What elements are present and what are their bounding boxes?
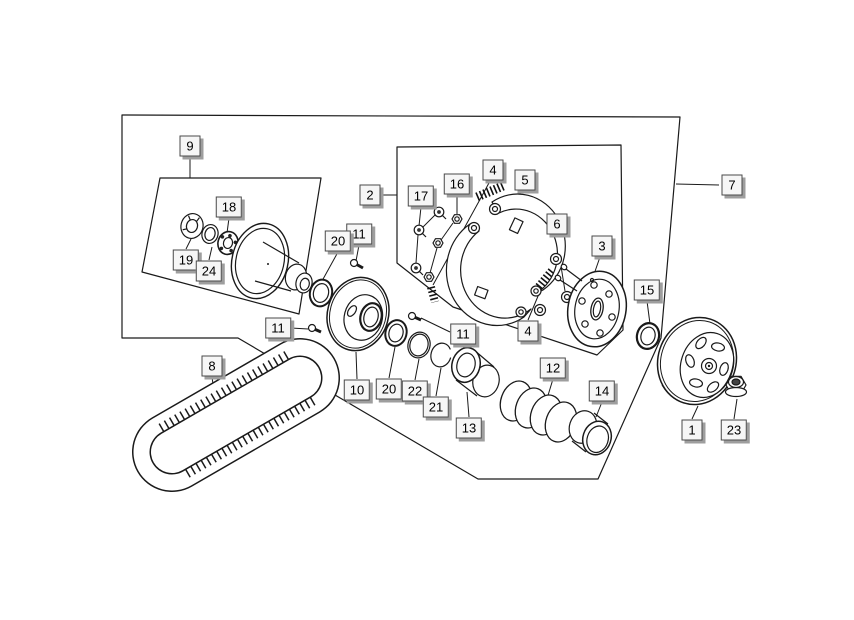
part-label-13: 13	[455, 417, 483, 439]
part-label-19: 19	[172, 249, 200, 271]
sleeve-13-drawing	[450, 346, 500, 398]
part-label-14: 14	[588, 380, 616, 402]
retainer-14-drawing	[568, 410, 613, 456]
group-box-7	[121, 114, 681, 480]
part-label-22: 22	[401, 380, 429, 402]
driven-face-10-drawing	[326, 276, 390, 352]
part-label-20-left: 20	[324, 230, 352, 252]
bolts-11-drawing	[307, 258, 422, 334]
group-box-9	[141, 177, 322, 315]
drive-face-drawing	[230, 222, 313, 300]
clutch-bell-1-drawing	[656, 316, 738, 406]
nuts-16-drawing	[423, 214, 463, 282]
ring-22-drawing	[407, 331, 431, 359]
part-label-12: 12	[539, 357, 567, 379]
part-label-3: 3	[591, 235, 613, 257]
part-label-8: 8	[201, 355, 223, 377]
circlip-21-drawing	[430, 342, 452, 368]
part-label-5: 5	[514, 169, 536, 191]
nut-23-drawing	[724, 375, 748, 398]
part-label-6: 6	[546, 213, 568, 235]
part-label-24: 24	[195, 260, 223, 282]
part-label-11-right: 11	[450, 323, 476, 345]
part-label-2: 2	[359, 184, 381, 206]
part-label-4-bottom: 4	[517, 320, 539, 342]
part-label-9: 9	[179, 135, 201, 157]
bearing-19-drawing	[180, 212, 204, 240]
oil-seal-20-left-drawing	[308, 278, 334, 308]
part-label-4-top: 4	[482, 159, 504, 181]
part-label-7: 7	[721, 174, 743, 196]
drive-plate-3-drawing	[554, 263, 628, 348]
part-label-10: 10	[343, 379, 371, 401]
part-label-18: 18	[215, 196, 243, 218]
drive-belt-drawing	[132, 338, 340, 492]
part-label-17: 17	[407, 185, 435, 207]
part-label-16: 16	[443, 173, 471, 195]
bearing-18-drawing	[217, 230, 239, 256]
part-label-15: 15	[633, 279, 661, 301]
pins-17-drawing	[410, 206, 447, 276]
oil-seal-15-drawing	[635, 322, 661, 350]
oil-seal-20-right-drawing	[384, 319, 408, 347]
part-label-1: 1	[681, 419, 703, 441]
washer-24-drawing	[201, 223, 219, 245]
springs-4-drawing	[427, 181, 557, 304]
part-label-23: 23	[720, 419, 748, 441]
part-label-11-left: 11	[265, 317, 291, 339]
part-label-21: 21	[422, 396, 450, 418]
part-label-20-right: 20	[375, 378, 403, 400]
spring-12-drawing	[499, 380, 578, 443]
group-box-2	[396, 144, 624, 356]
